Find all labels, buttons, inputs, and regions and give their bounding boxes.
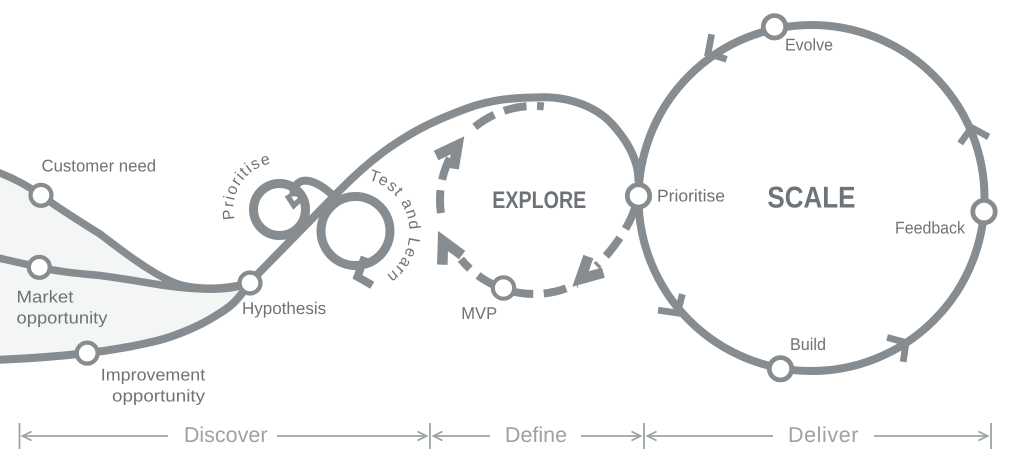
svg-text:EXPLORE: EXPLORE: [492, 187, 586, 214]
svg-text:Prioritise: Prioritise: [657, 187, 725, 206]
svg-text:Define: Define: [505, 423, 567, 447]
svg-text:Customer need: Customer need: [42, 157, 157, 176]
svg-text:Discover: Discover: [184, 423, 268, 447]
svg-text:Test and Learn: Test and Learn: [367, 167, 422, 286]
svg-text:Deliver: Deliver: [788, 423, 859, 447]
svg-text:Build: Build: [790, 335, 826, 354]
svg-text:opportunity: opportunity: [17, 308, 109, 327]
svg-text:SCALE: SCALE: [767, 182, 855, 215]
svg-text:Hypothesis: Hypothesis: [242, 299, 326, 318]
svg-text:Market: Market: [17, 287, 74, 306]
svg-text:Improvement: Improvement: [101, 366, 206, 385]
svg-text:Feedback: Feedback: [895, 219, 965, 238]
svg-text:MVP: MVP: [461, 304, 497, 323]
svg-text:opportunity: opportunity: [112, 387, 206, 406]
svg-text:Evolve: Evolve: [785, 36, 833, 55]
